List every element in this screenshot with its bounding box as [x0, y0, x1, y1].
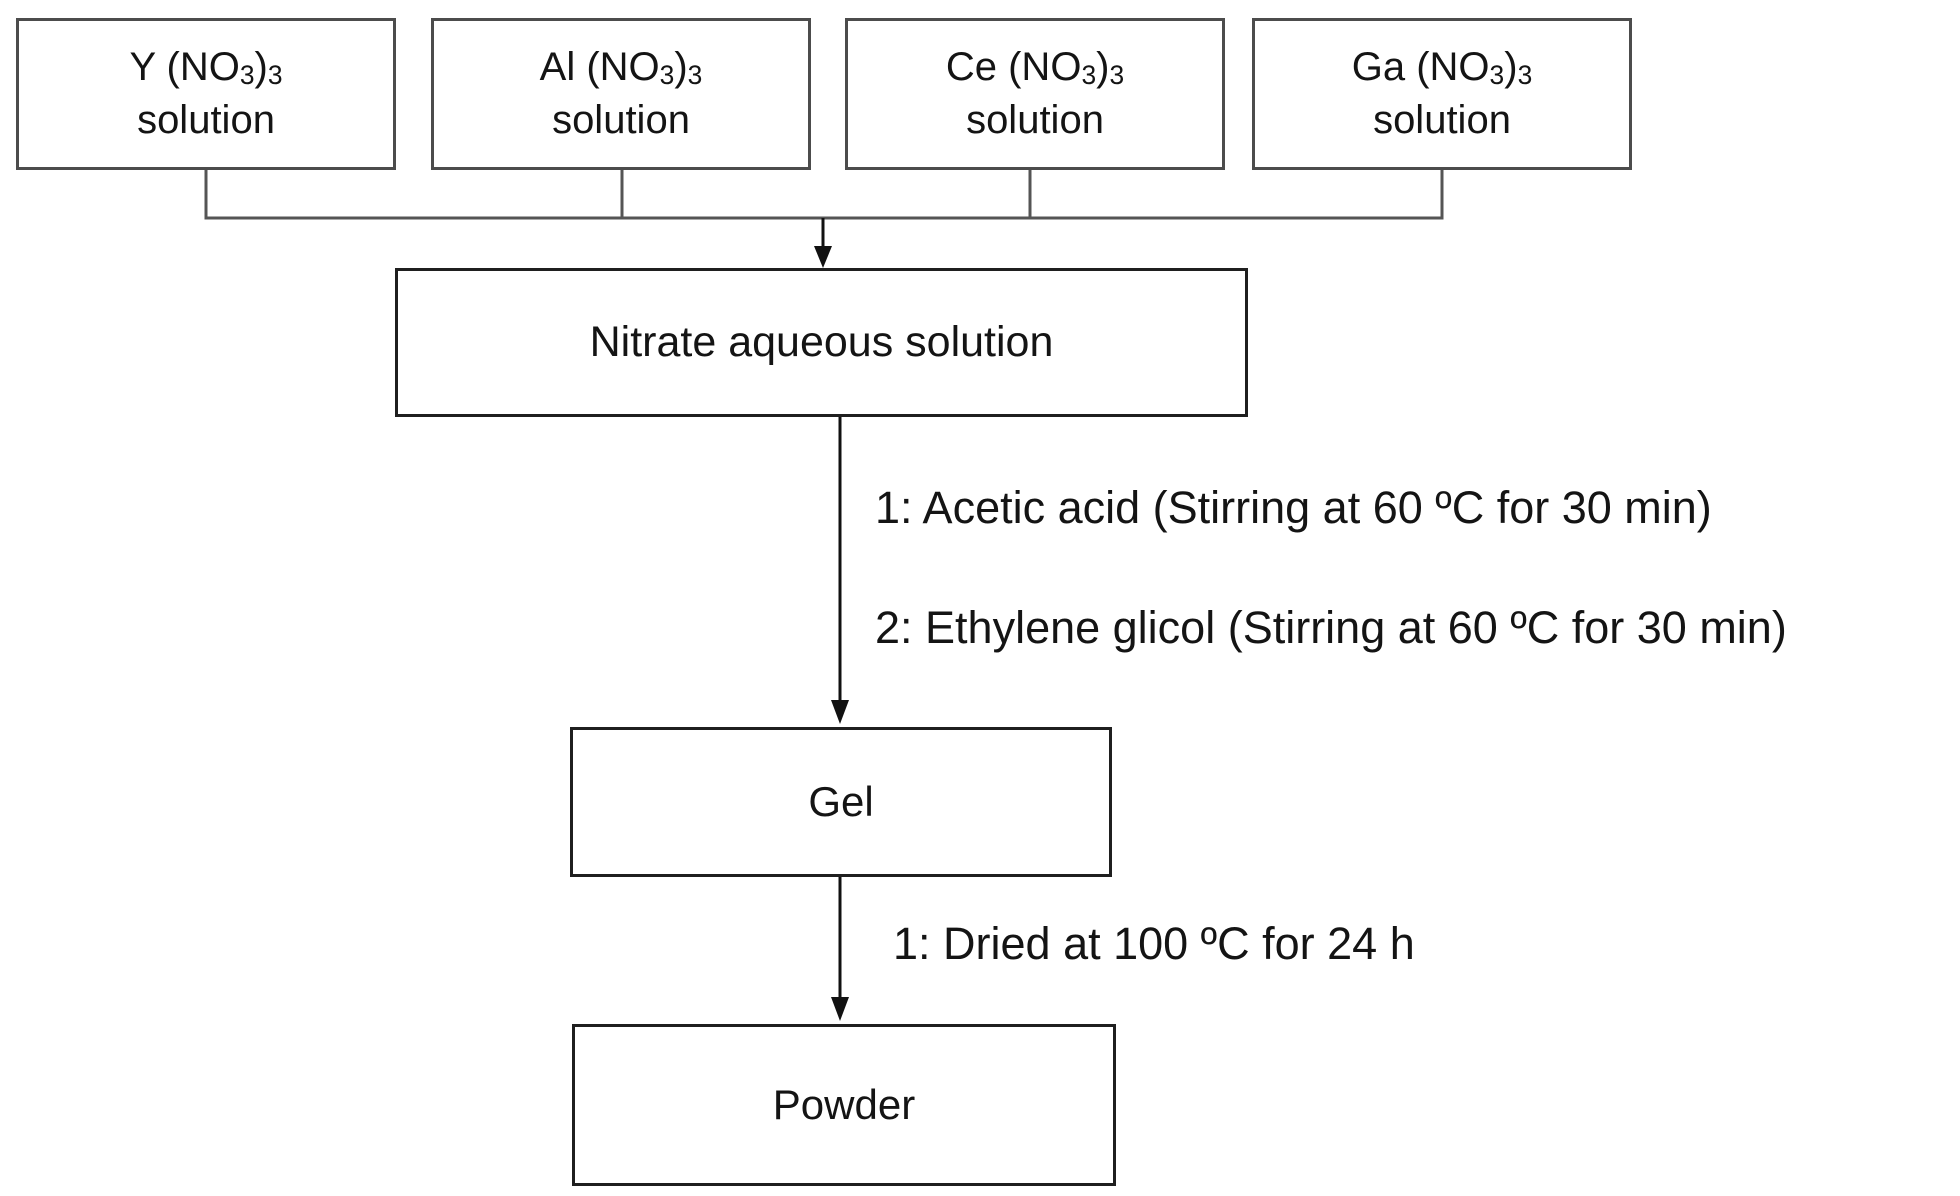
- source-stub-lines: [204, 170, 1444, 219]
- solution-label: solution: [552, 98, 690, 142]
- step-annotation-acetic-acid: 1: Acetic acid (Stirring at 60 ºC for 30…: [875, 482, 1712, 533]
- solution-label: solution: [966, 98, 1104, 142]
- box-label: Nitrate aqueous solution: [589, 318, 1054, 367]
- box-label: Gel: [808, 778, 874, 826]
- solution-label: solution: [1373, 98, 1511, 142]
- gel-box: Gel: [570, 727, 1112, 877]
- formula-label: Al (NO3)3: [539, 45, 703, 90]
- source-box-y-nitrate: Y (NO3)3 solution: [16, 18, 396, 170]
- formula-label: Ce (NO3)3: [945, 45, 1125, 90]
- formula-label: Y (NO3)3: [129, 45, 283, 90]
- step-annotation-ethylene-glicol: 2: Ethylene glicol (Stirring at 60 ºC fo…: [875, 602, 1787, 653]
- arrow-bus-to-mix: [814, 218, 832, 268]
- source-box-ga-nitrate: Ga (NO3)3 solution: [1252, 18, 1632, 170]
- solution-label: solution: [137, 98, 275, 142]
- source-box-al-nitrate: Al (NO3)3 solution: [431, 18, 811, 170]
- box-label: Powder: [772, 1081, 916, 1129]
- formula-label: Ga (NO3)3: [1351, 45, 1533, 90]
- powder-box: Powder: [572, 1024, 1116, 1186]
- arrow-mix-to-gel: [831, 417, 849, 724]
- arrow-gel-to-powder: [831, 877, 849, 1021]
- nitrate-aqueous-solution-box: Nitrate aqueous solution: [395, 268, 1248, 417]
- source-box-ce-nitrate: Ce (NO3)3 solution: [845, 18, 1225, 170]
- step-annotation-dried: 1: Dried at 100 ºC for 24 h: [893, 918, 1415, 969]
